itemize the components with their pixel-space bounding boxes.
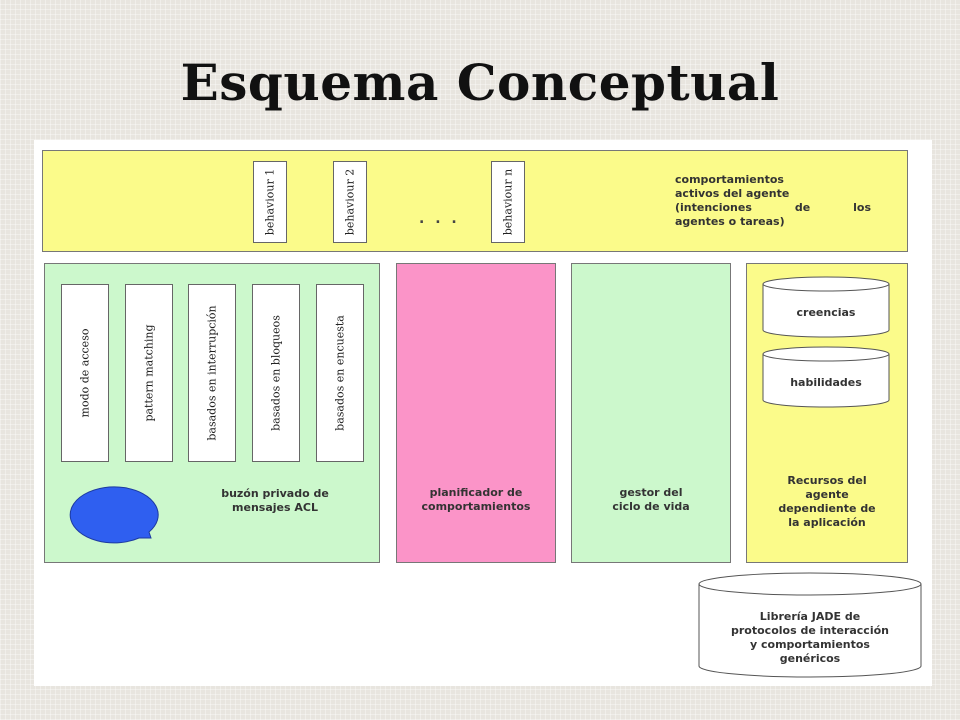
slide-title: Esquema Conceptual — [180, 53, 780, 112]
behaviour-box-n: behaviour n — [491, 161, 525, 243]
skills-label: habilidades — [790, 376, 862, 389]
agent-resources-label: Recursos del agente dependiente de la ap… — [778, 474, 876, 529]
scheduler-label: planificador de comportamientos — [421, 486, 531, 513]
mailbox-item-pattern-matching: pattern matching — [125, 284, 173, 462]
mailbox-item-blocking: basados en bloqueos — [252, 284, 300, 462]
cylinder-shape — [698, 572, 922, 678]
behaviour-label: behaviour 1 — [263, 168, 277, 236]
behaviours-ellipsis: . . . — [419, 211, 460, 227]
beliefs-cylinder: creencias — [762, 276, 890, 338]
lifecycle-label: gestor del ciclo de vida — [612, 486, 690, 513]
mailbox-item-interruption: basados en interrupción — [188, 284, 236, 462]
active-behaviours-panel: behaviour 1 behaviour 2 . . . behaviour … — [42, 150, 908, 252]
mailbox-panel: modo de acceso pattern matching basados … — [44, 263, 380, 563]
agent-resources-panel: creencias habilidades Recursos del agent… — [746, 263, 908, 563]
active-behaviours-label: comportamientos activos del agente (inte… — [675, 173, 871, 228]
mailbox-queue-icon — [69, 486, 159, 544]
beliefs-label: creencias — [796, 306, 856, 319]
behaviour-box-1: behaviour 1 — [253, 161, 287, 243]
jade-library-label: Librería JADE de protocolos de interacci… — [731, 610, 889, 665]
behaviour-box-2: behaviour 2 — [333, 161, 367, 243]
mailbox-item-access-mode: modo de acceso — [61, 284, 109, 462]
lifecycle-panel: gestor del ciclo de vida — [571, 263, 731, 563]
mailbox-item-polling: basados en encuesta — [316, 284, 364, 462]
jade-library-cylinder: Librería JADE de protocolos de interacci… — [698, 572, 922, 680]
conceptual-diagram: behaviour 1 behaviour 2 . . . behaviour … — [34, 140, 932, 686]
mailbox-label: buzón privado de mensajes ACL — [221, 487, 329, 514]
behaviour-label: behaviour 2 — [343, 168, 357, 236]
behaviour-label: behaviour n — [501, 168, 515, 236]
skills-cylinder: habilidades — [762, 346, 890, 408]
scheduler-panel: planificador de comportamientos — [396, 263, 556, 563]
cylinder-shape — [762, 276, 890, 338]
cylinder-shape — [762, 346, 890, 408]
